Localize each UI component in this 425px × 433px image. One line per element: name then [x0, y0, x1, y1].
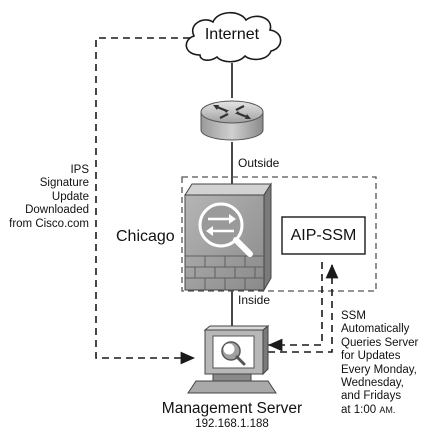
query-path-module-to-server	[268, 262, 323, 352]
note-line: for Updates	[341, 350, 401, 363]
note-line: Downloaded	[25, 204, 89, 217]
ssm-query-note: SSM Automatically Queries Server for Upd…	[341, 310, 418, 417]
note-line: at 1:00 AM.	[341, 404, 418, 417]
aip-ssm-label: AIP-SSM	[290, 227, 357, 244]
router-icon	[200, 100, 264, 141]
note-line: Update	[51, 190, 89, 203]
site-label-chicago: Chicago	[116, 228, 175, 245]
management-server-ip: 192.168.1.188	[195, 418, 269, 430]
note-line: SSM	[341, 310, 366, 322]
update-path-left	[95, 37, 195, 365]
note-line: Wednesday,	[341, 377, 404, 390]
note-line: IPS	[70, 164, 89, 176]
query-path-server-to-module	[268, 264, 339, 353]
inside-interface-label: Inside	[238, 293, 271, 307]
note-line: and Fridays	[341, 390, 402, 403]
aip-ssm-module	[281, 216, 366, 255]
note-am-suffix: AM.	[379, 404, 396, 415]
note-line: Automatically	[341, 323, 410, 336]
signature-update-note: IPS Signature Update Downloaded from Cis…	[9, 164, 89, 231]
note-line: Queries Server	[341, 336, 419, 349]
note-line: Every Monday,	[341, 363, 417, 376]
management-server-title: Management Server	[161, 400, 303, 417]
note-line: Signature	[39, 177, 89, 190]
note-time: at 1:00	[341, 403, 380, 416]
asa-firewall-icon	[184, 182, 272, 292]
workstation-icon	[187, 324, 277, 394]
internet-cloud-icon	[185, 11, 282, 63]
note-line: from Cisco.com	[9, 217, 89, 230]
chicago-site-boundary	[181, 176, 377, 292]
outside-interface-label: Outside	[238, 156, 280, 170]
internet-label: Internet	[204, 26, 260, 43]
